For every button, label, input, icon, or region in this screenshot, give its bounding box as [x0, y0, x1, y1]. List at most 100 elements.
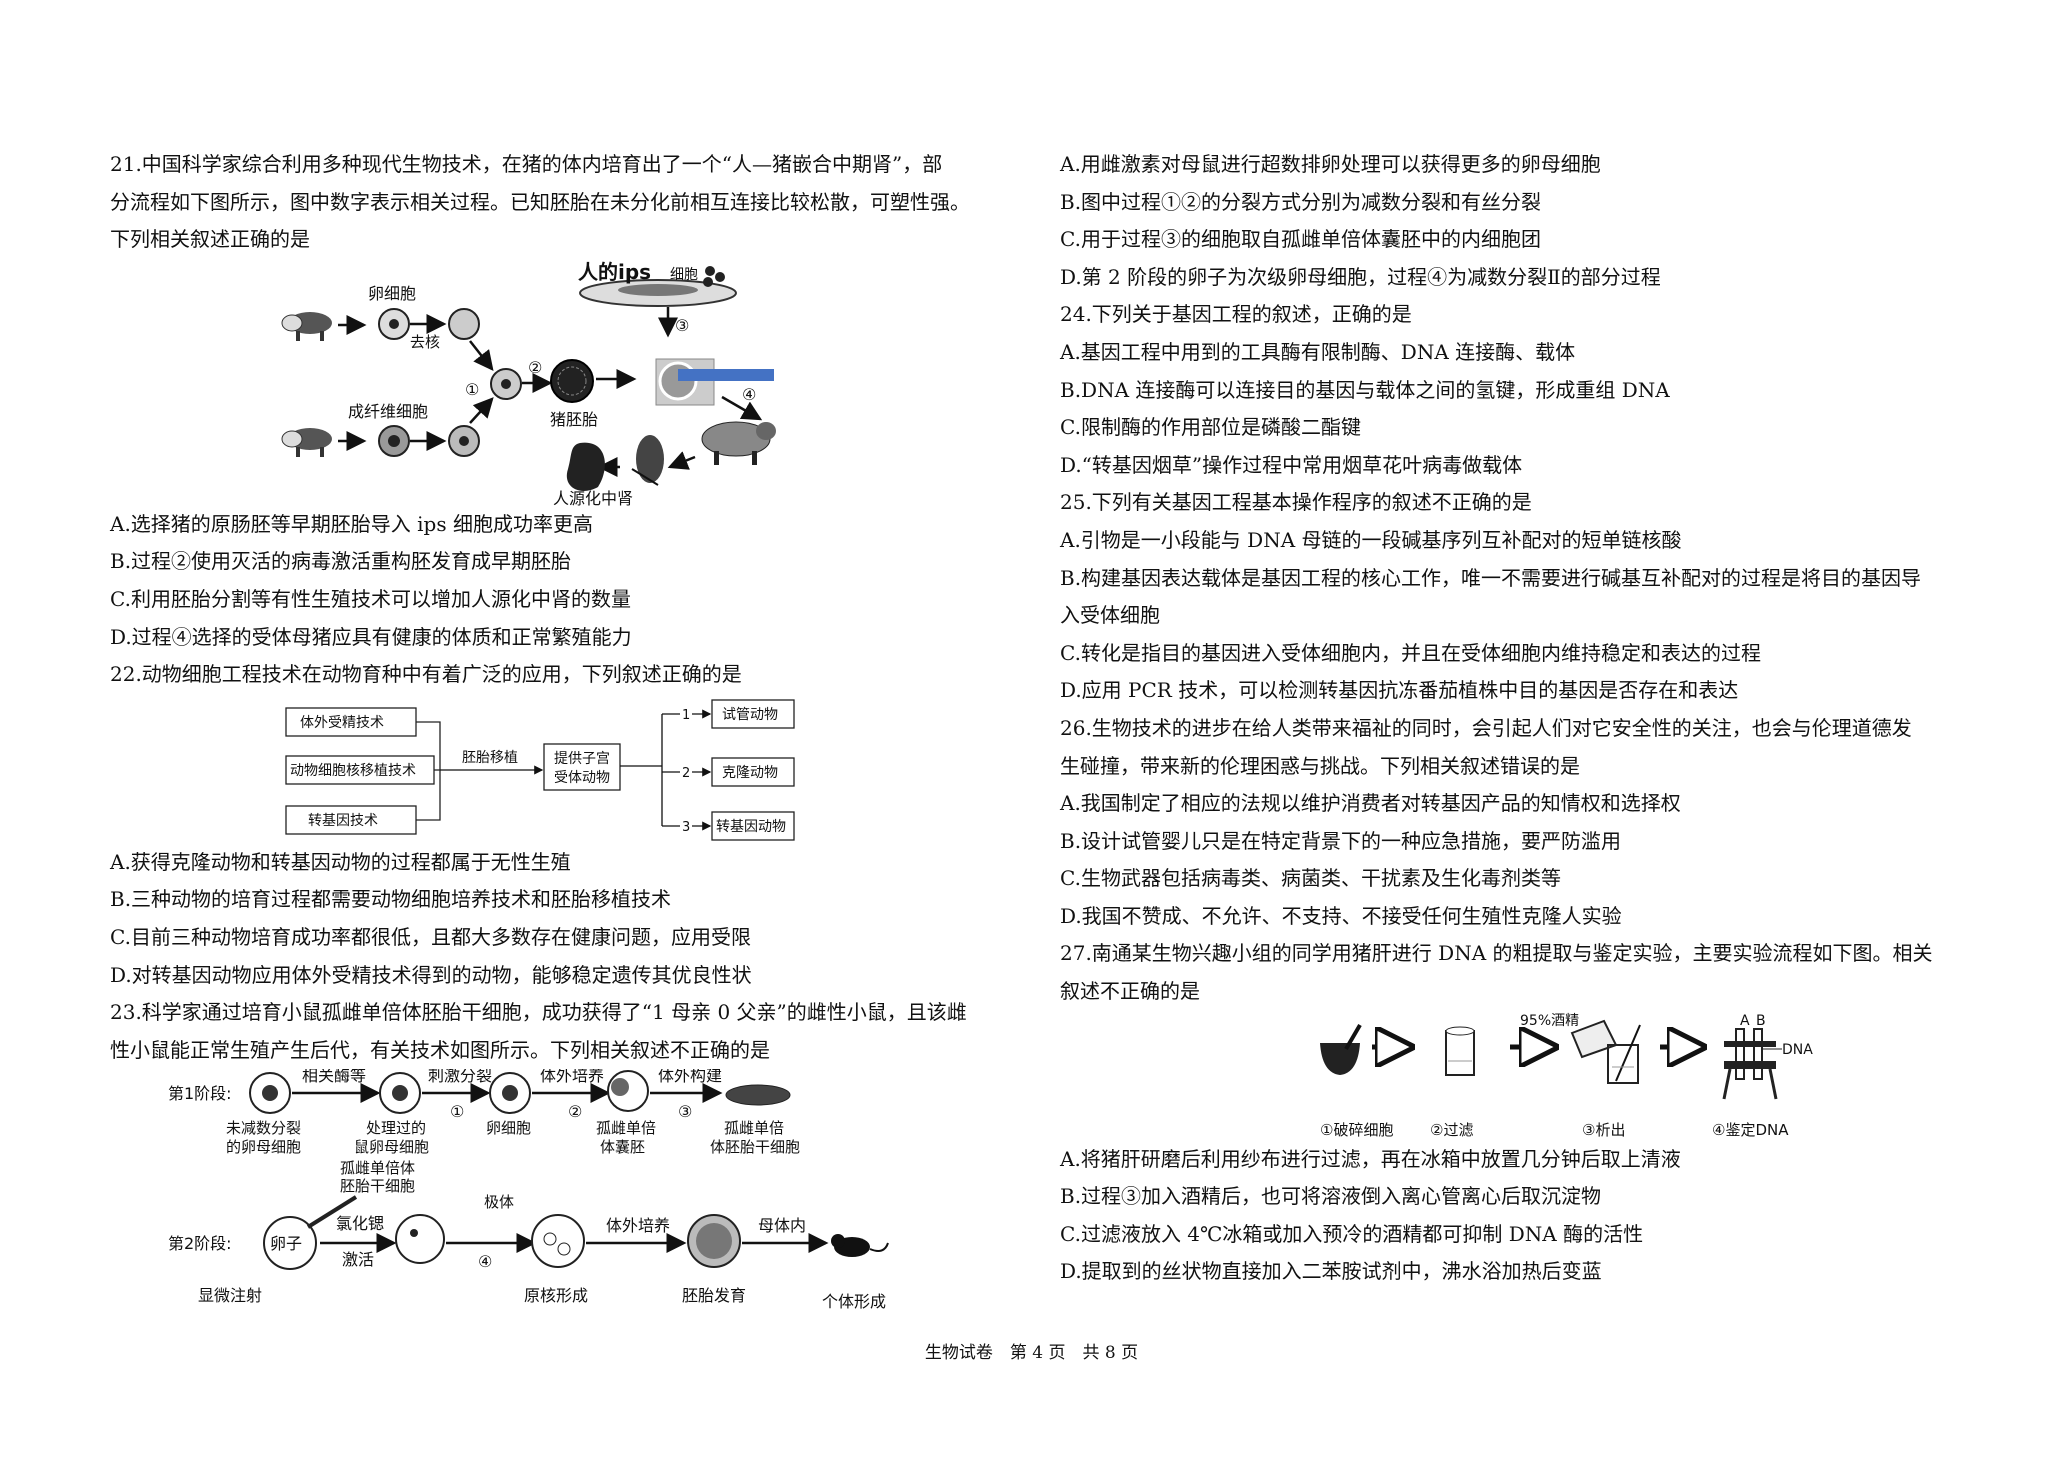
- activated-egg: [395, 1214, 445, 1265]
- q27-stem-line-1: 27.南通某生物兴趣小组的同学用猪肝进行 DNA 的粗提取与鉴定实验，主要实验流…: [1060, 941, 1933, 966]
- q27-option-d: D.提取到的丝状物直接加入二苯胺试剂中，沸水浴加热后变蓝: [1060, 1259, 1602, 1284]
- q25-option-c: C.转化是指目的基因进入受体细胞内，并且在受体细胞内维持稳定和表达的过程: [1060, 640, 1761, 665]
- pronucleus-label: 原核形成: [524, 1286, 588, 1305]
- q21-option-c: C.利用胚胎分割等有性生殖技术可以增加人源化中肾的数量: [110, 586, 631, 611]
- redaction-bar: [678, 368, 774, 381]
- inject-label-1: 孤雌单倍体: [340, 1159, 415, 1177]
- question-23: 23.科学家通过培育小鼠孤雌单倍体胚胎干细胞，成功获得了“1 母亲 0 父亲”的…: [110, 994, 1020, 1335]
- q26-stem-line-2: 生碰撞，带来新的伦理困惑与挑战。下列相关叙述错误的是: [1060, 753, 1580, 778]
- branch-2-number: 2: [682, 766, 690, 781]
- q22-flowchart: 1 2 3 体外受精技术 动物细胞核移植技术 转基因技术 胚胎移植 提供子宫 受…: [285, 699, 795, 841]
- step-3-label: ③: [678, 1102, 692, 1121]
- oocyte-label-2: 的卵母细胞: [226, 1138, 301, 1156]
- q21-option-b: B.过程②使用灭活的病毒激活重构胚发育成早期胚胎: [110, 549, 572, 574]
- enucleated-egg: [448, 307, 480, 340]
- blastocyst-label-1: 孤雌单倍: [596, 1119, 656, 1137]
- embryo-transfer-label: 胚胎移植: [462, 750, 518, 766]
- pronucleus-egg: [531, 1214, 585, 1269]
- left-column: 21.中国科学家综合利用多种现代生物技术，在猪的体内培育出了一个“人—猪嵌合中期…: [110, 146, 1020, 1335]
- q23-diagram: 第1阶段: 相关酶等 刺激分裂 ① 体外培养 ② 体外构建 ③: [168, 1066, 889, 1311]
- box-recipient: [543, 743, 621, 791]
- question-25: 25.下列有关基因工程基本操作程序的叙述不正确的是 A.引物是一小段能与 DNA…: [1060, 484, 1980, 710]
- step-4-label: ④: [742, 385, 756, 404]
- enzyme-label: 相关酶等: [302, 1069, 366, 1085]
- precipitation-beaker-icon: [1607, 1024, 1641, 1084]
- blastocyst-label-2: 体囊胚: [600, 1138, 645, 1156]
- test-tube-animal-label: 试管动物: [722, 707, 778, 723]
- treated-oocyte-label-1: 处理过的: [366, 1119, 426, 1137]
- question-24: 24.下列关于基因工程的叙述，正确的是 A.基因工程中用到的工具酶有限制酶、DN…: [1060, 296, 1980, 484]
- q26-option-a: A.我国制定了相应的法规以维护消费者对转基因产品的知情权和选择权: [1060, 791, 1681, 816]
- ips-label: 人的ips: [578, 260, 651, 284]
- ovum-label: 卵子: [270, 1234, 302, 1253]
- q21-stem-line-1: 21.中国科学家综合利用多种现代生物技术，在猪的体内培育出了一个“人—猪嵌合中期…: [110, 152, 943, 176]
- stem-cell-dish: [725, 1084, 791, 1106]
- step-3-label: ③: [675, 316, 689, 335]
- kidney-label: 人源化中肾: [553, 489, 633, 506]
- embryo-label: 猪胚胎: [550, 410, 598, 429]
- q22-option-a: A.获得克隆动物和转基因动物的过程都属于无性生殖: [110, 849, 571, 874]
- micropipette: [306, 1195, 358, 1230]
- tube-a-label: A: [1740, 1013, 1750, 1029]
- egg-label: 卵细胞: [368, 284, 416, 303]
- q25-option-d: D.应用 PCR 技术，可以检测转基因抗冻番茄植株中目的基因是否存在和表达: [1060, 678, 1739, 703]
- pig-embryo: [550, 358, 594, 403]
- q27-option-a: A.将猪肝研磨后利用纱布进行过滤，再在冰箱中放置几分钟后取上清液: [1060, 1146, 1681, 1171]
- q26-option-d: D.我国不赞成、不允许、不支持、不接受任何生殖性克隆人实验: [1060, 903, 1622, 928]
- cloned-animal-label: 克隆动物: [722, 765, 778, 781]
- page-footer: 生物试卷 第 4 页 共 8 页: [924, 1343, 1139, 1363]
- q24-option-c: C.限制酶的作用部位是磷酸二酯键: [1060, 415, 1361, 440]
- right-column: A.用雌激素对母鼠进行超数排卵处理可以获得更多的卵母细胞 B.图中过程①②的分裂…: [1060, 146, 1980, 1291]
- fibroblast-label: 成纤维细胞: [348, 402, 428, 421]
- step-2-label: ②: [528, 358, 542, 377]
- question-27: 27.南通某生物兴趣小组的同学用猪肝进行 DNA 的粗提取与鉴定实验，主要实验流…: [1060, 935, 1980, 1291]
- q23-stem-line-1: 23.科学家通过培育小鼠孤雌单倍体胚胎干细胞，成功获得了“1 母亲 0 父亲”的…: [110, 1000, 967, 1025]
- stem-cell-label-1: 孤雌单倍: [724, 1119, 784, 1137]
- stem-cell-label-2: 体胚胎干细胞: [710, 1138, 800, 1156]
- q23-options: A.用雌激素对母鼠进行超数排卵处理可以获得更多的卵母细胞 B.图中过程①②的分裂…: [1060, 146, 1980, 296]
- q21-diagram: 卵细胞 去核 成纤维细胞: [281, 260, 776, 508]
- kidney-icon: [566, 442, 605, 491]
- stage-2-label: 第2阶段:: [168, 1234, 232, 1253]
- inject-label-2: 胚胎干细胞: [340, 1177, 415, 1195]
- injected-egg: [263, 1216, 317, 1271]
- question-22: 22.动物细胞工程技术在动物育种中有着广泛的应用，下列叙述正确的是: [110, 656, 1020, 994]
- mouse-icon: [831, 1234, 889, 1258]
- box-transgenic-label: 转基因技术: [308, 812, 378, 829]
- micro-injection-label: 显微注射: [198, 1286, 262, 1305]
- culture-1-label: 体外培养: [540, 1069, 604, 1085]
- step-1-label: ①: [465, 380, 479, 399]
- q22-option-b: B.三种动物的培育过程都需要动物细胞培养技术和胚胎移植技术: [110, 887, 672, 912]
- q26-option-b: B.设计试管婴儿只是在特定背景下的一种应急措施，要严防滥用: [1060, 828, 1622, 853]
- q23-option-c: C.用于过程③的细胞取自孤雌单倍体囊胚中的内细胞团: [1060, 227, 1541, 252]
- mother-label: 母体内: [758, 1216, 806, 1235]
- srcl2-label: 氯化锶: [336, 1214, 384, 1233]
- q21-option-a: A.选择猪的原肠胚等早期胚胎导入 ips 细胞成功率更高: [110, 511, 593, 536]
- box-test-tube-animal: [711, 699, 795, 729]
- q25-option-b-line-1: B.构建基因表达载体是基因工程的核心工作，唯一不需要进行碱基互补配对的过程是将目…: [1060, 565, 1922, 590]
- q23-option-a: A.用雌激素对母鼠进行超数排卵处理可以获得更多的卵母细胞: [1060, 152, 1601, 176]
- box-nuclear-transfer-label: 动物细胞核移植技术: [290, 763, 416, 779]
- q23-stem-line-2: 性小鼠能正常生殖产生后代，有关技术如图所示。下列相关叙述不正确的是: [110, 1037, 770, 1062]
- enucleate-label: 去核: [410, 333, 440, 351]
- mortar-icon: [1320, 1023, 1362, 1075]
- q24-option-a: A.基因工程中用到的工具酶有限制酶、DNA 连接酶、载体: [1060, 339, 1576, 364]
- polar-body-label: 极体: [484, 1193, 514, 1211]
- q27-diagram: 95%酒精 A B: [1320, 1013, 1813, 1139]
- q27-figure: 95%酒精 A B: [1060, 1011, 1980, 1141]
- q23-figure: 第1阶段: 相关酶等 刺激分裂 ① 体外培养 ② 体外构建 ③: [110, 1066, 1020, 1335]
- pig-icon: [281, 311, 332, 341]
- recipient-label-2: 受体动物: [554, 770, 610, 786]
- q21-figure: 卵细胞 去核 成纤维细胞: [110, 259, 1020, 508]
- treated-oocyte-label-2: 鼠卵母细胞: [354, 1138, 429, 1156]
- q23-option-b: B.图中过程①②的分裂方式分别为减数分裂和有丝分裂: [1060, 189, 1542, 214]
- fetus-icon: [631, 434, 664, 486]
- step-3-caption: ③析出: [1582, 1121, 1625, 1139]
- box-transgenic-animal: [711, 811, 795, 841]
- branch-3-number: 3: [682, 820, 690, 835]
- tube-b-label: B: [1756, 1013, 1766, 1029]
- individual-label: 个体形成: [822, 1292, 886, 1311]
- recipient-label-1: 提供子宫: [554, 751, 610, 767]
- q22-option-d: D.对转基因动物应用体外受精技术得到的动物，能够稳定遗传其优良性状: [110, 962, 752, 987]
- q24-option-d: D.“转基因烟草”操作过程中常用烟草花叶病毒做载体: [1060, 452, 1523, 477]
